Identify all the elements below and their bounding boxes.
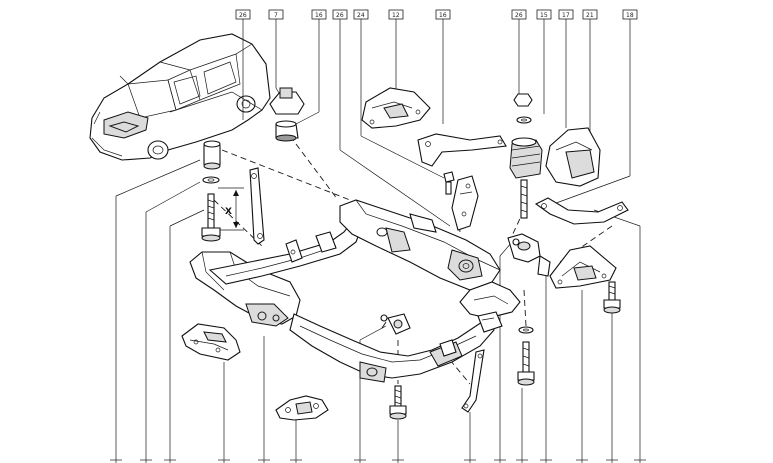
right-bracket-bolt <box>603 281 621 314</box>
callout-number: 26 <box>515 12 523 19</box>
reaction-arm <box>417 133 507 167</box>
right-subframe-mount <box>507 233 551 277</box>
callout-number: 17 <box>562 12 570 19</box>
left-link-rod <box>249 167 265 245</box>
callout-number: 12 <box>392 12 400 19</box>
dimension-x: X <box>218 187 244 231</box>
callout-tag-10: 17 <box>558 9 574 20</box>
callout-tag-6: 12 <box>388 9 404 20</box>
lower-left-bracket <box>181 323 241 361</box>
right-lower-bolt <box>517 326 535 386</box>
callout-tag-11: 21 <box>582 9 598 20</box>
right-link-arm <box>534 197 629 225</box>
callout-tags: 26 7 16 26 24 12 16 26 <box>235 9 638 20</box>
callout-tag-1: 26 <box>235 9 251 20</box>
small-mounting-bracket <box>275 395 329 421</box>
center-bracket <box>380 313 411 335</box>
callout-tag-4: 26 <box>332 9 348 20</box>
callout-number: 26 <box>239 12 247 19</box>
callout-tag-3: 16 <box>311 9 327 20</box>
bolt-small-upper <box>443 171 455 195</box>
car-silhouette-icon <box>89 33 271 161</box>
right-mount-stack <box>509 93 543 219</box>
callout-number: 24 <box>357 12 365 19</box>
callout-tag-7: 16 <box>435 9 451 20</box>
callout-number: 16 <box>315 12 323 19</box>
right-triangular-bracket <box>549 245 617 289</box>
leader-lines-top <box>242 18 631 227</box>
callout-number: 21 <box>586 12 594 19</box>
left-mount-bushing-stack <box>201 140 221 242</box>
upper-triangular-bracket <box>361 87 431 129</box>
leader-lines-bottom <box>115 159 641 463</box>
callout-number: 16 <box>439 12 447 19</box>
callout-tag-2: 7 <box>268 9 284 20</box>
upper-engine-mount <box>269 87 305 142</box>
protective-cover <box>545 127 601 187</box>
vertical-bracket <box>451 175 479 231</box>
callout-tag-5: 24 <box>353 9 369 20</box>
front-subframe-drawing <box>189 199 521 383</box>
callout-number: 26 <box>336 12 344 19</box>
lower-link-rod <box>461 349 485 413</box>
center-bolt <box>389 385 407 420</box>
callout-tag-9: 15 <box>536 9 552 20</box>
dimension-label: X <box>225 207 232 217</box>
callout-number: 18 <box>626 12 634 19</box>
callout-number: 15 <box>540 12 548 19</box>
callout-tag-12: 18 <box>622 9 638 20</box>
callout-number: 7 <box>274 12 278 19</box>
callout-tag-8: 26 <box>511 9 527 20</box>
